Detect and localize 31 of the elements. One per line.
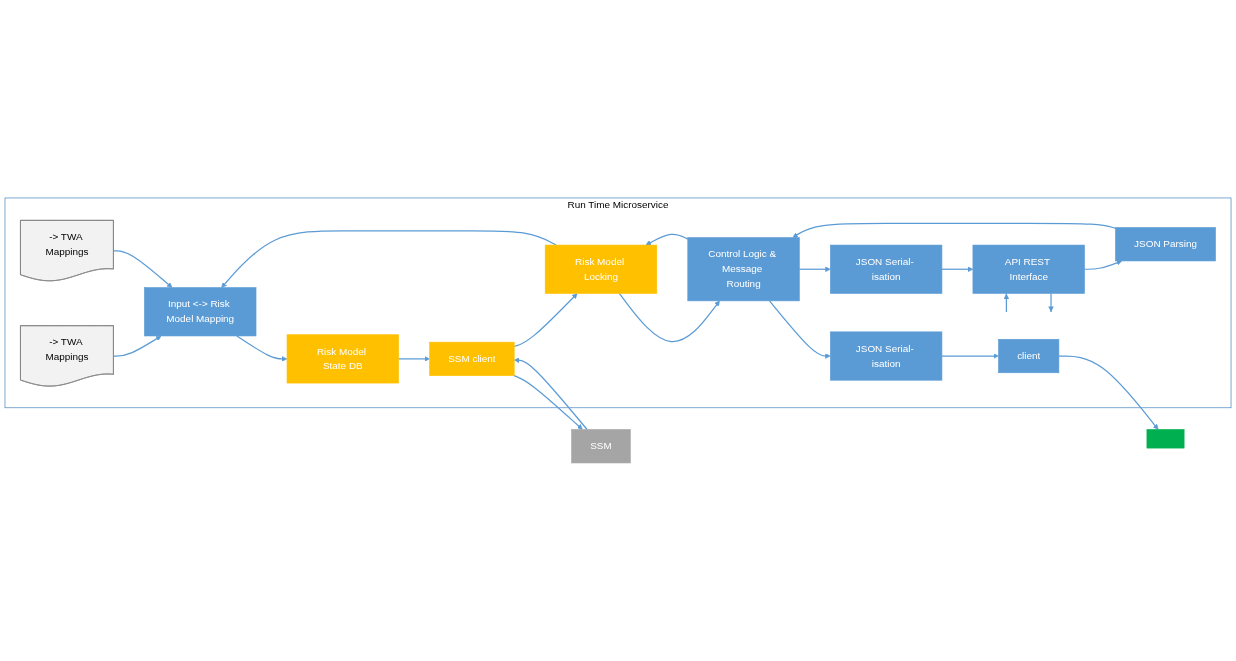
arrow [1048, 292, 1054, 313]
arrow [941, 266, 974, 272]
node-box: client [998, 339, 1060, 374]
arrow [941, 353, 999, 359]
arrow [792, 222, 1117, 238]
arrow [1058, 355, 1159, 430]
node-box: JSON Parsing [1115, 227, 1216, 262]
arrow [768, 300, 831, 359]
arrow [113, 250, 173, 288]
node-box: Input <-> Risk Model Mapping [144, 287, 257, 337]
arrow [1083, 260, 1122, 270]
arrow [113, 335, 162, 357]
arrow [618, 292, 720, 343]
node-box: Risk Model Locking [544, 244, 658, 294]
arrow [221, 230, 557, 288]
arrow [798, 266, 831, 272]
node-box: Risk Model State DB [286, 334, 399, 384]
arrow [645, 233, 689, 246]
node-box: API REST Interface [972, 244, 1085, 294]
node-box: SSM client [429, 341, 515, 376]
node-box: JSON Serial- isation [830, 244, 943, 294]
node-box [1146, 429, 1185, 449]
node-box: JSON Serial- isation [830, 331, 943, 381]
arrow [398, 356, 430, 362]
arrow [1003, 292, 1010, 313]
node-box: Control Logic & Message Routing [687, 237, 800, 302]
node-box: SSM [571, 429, 631, 464]
arrow [513, 375, 583, 430]
arrow [513, 293, 578, 348]
arrow [236, 335, 288, 362]
arrow [513, 357, 588, 431]
